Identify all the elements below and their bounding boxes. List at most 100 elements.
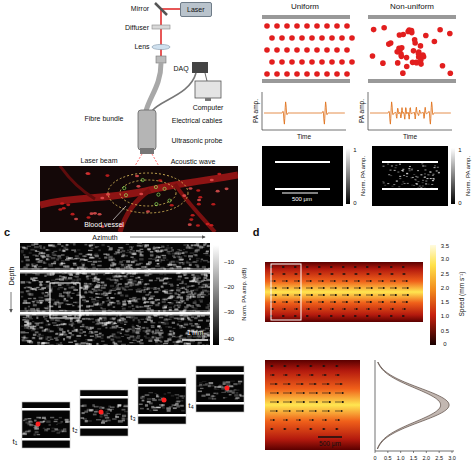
illustration-part [117, 319, 120, 321]
illustration-part [84, 259, 88, 261]
illustration-part [196, 224, 200, 227]
illustration-part [53, 262, 56, 264]
illustration-part [80, 329, 82, 330]
illustration-part [180, 317, 184, 318]
illustration-part [55, 279, 60, 280]
illustration-part [132, 308, 135, 309]
illustration-part [44, 275, 46, 277]
illustration-part [37, 343, 39, 345]
illustration-part [202, 266, 206, 267]
illustration-part [28, 306, 30, 308]
illustration-part [52, 322, 57, 323]
illustration-part [319, 59, 325, 65]
illustration-part [118, 247, 123, 248]
illustration-part [101, 334, 103, 336]
illustration-part [73, 263, 76, 265]
illustration-part [81, 264, 84, 266]
illustration-part [111, 258, 114, 260]
illustration-part [33, 325, 36, 327]
illustration-part [176, 251, 180, 252]
illustration-part [32, 301, 35, 302]
illustration-part [31, 263, 33, 265]
illustration-part [118, 292, 122, 294]
illustration-part [413, 185, 415, 186]
illustration-part [184, 323, 189, 325]
illustration-part [408, 168, 410, 169]
illustration-part [314, 71, 320, 77]
illustration-part [46, 258, 50, 259]
illustration-part [120, 190, 150, 232]
illustration-part [411, 185, 413, 186]
illustration-part [183, 274, 187, 276]
illustration-part [62, 331, 66, 333]
illustration-part [207, 261, 209, 262]
illustration-part [192, 62, 208, 73]
illustration-part [63, 338, 65, 340]
illustration-part [20, 243, 210, 345]
illustration-part [33, 298, 36, 299]
illustration-part [25, 332, 29, 333]
illustration-part [299, 35, 305, 41]
illustration-part [168, 264, 173, 266]
illustration-part [424, 169, 426, 170]
illustration-part [402, 170, 404, 171]
illustration-part [153, 289, 157, 290]
illustration-part [447, 71, 453, 77]
illustration-part [138, 110, 156, 150]
illustration-part [140, 291, 143, 293]
illustration-part [400, 70, 406, 76]
illustration-part [118, 327, 122, 328]
illustration-part [112, 290, 117, 291]
illustration-part [206, 320, 210, 322]
illustration-part [20, 246, 25, 248]
illustration-part [51, 345, 55, 346]
illustration-part [129, 279, 132, 281]
illustration-part [116, 275, 121, 277]
illustration-part [26, 290, 29, 292]
illustration-part [344, 47, 350, 53]
illustration-part [157, 325, 160, 327]
illustration-part [73, 243, 76, 245]
illustration-part [122, 260, 125, 261]
illustration-part [52, 252, 55, 253]
illustration-part [146, 316, 151, 318]
illustration-part [120, 317, 124, 319]
illustration-part [413, 174, 415, 175]
illustration-part [428, 184, 430, 185]
illustration-part [129, 342, 133, 343]
illustration-part [98, 261, 102, 262]
illustration-part [432, 175, 434, 176]
illustration-part [393, 184, 395, 185]
illustration-part [53, 251, 57, 252]
illustration-part [100, 197, 104, 200]
illustration-part [153, 247, 156, 249]
illustration-part [349, 35, 355, 41]
illustration-part [154, 316, 159, 317]
illustration-part [87, 345, 91, 346]
illustration-part [22, 366, 244, 448]
illustration-part [204, 280, 206, 281]
illustration-part [124, 321, 127, 323]
illustration-part [82, 299, 86, 301]
illustration-part [101, 293, 104, 295]
illustration-part [26, 291, 30, 293]
illustration-part [309, 59, 315, 65]
illustration-part [172, 253, 175, 255]
illustration-part [129, 267, 133, 268]
illustration-part [84, 255, 86, 257]
illustration-part [205, 254, 209, 255]
illustration-part [133, 260, 137, 261]
illustration-part [93, 212, 97, 215]
illustration-part [397, 172, 399, 173]
illustration-part [390, 175, 392, 176]
illustration-part [168, 307, 172, 309]
illustration-part [90, 336, 94, 337]
illustration-part [21, 281, 26, 283]
illustration-part [140, 342, 144, 344]
illustration-part [387, 164, 389, 165]
illustration-part [382, 162, 440, 189]
illustration-part [76, 276, 79, 277]
illustration-part [33, 334, 36, 336]
illustration-part [135, 289, 140, 290]
illustration-part [134, 280, 137, 282]
